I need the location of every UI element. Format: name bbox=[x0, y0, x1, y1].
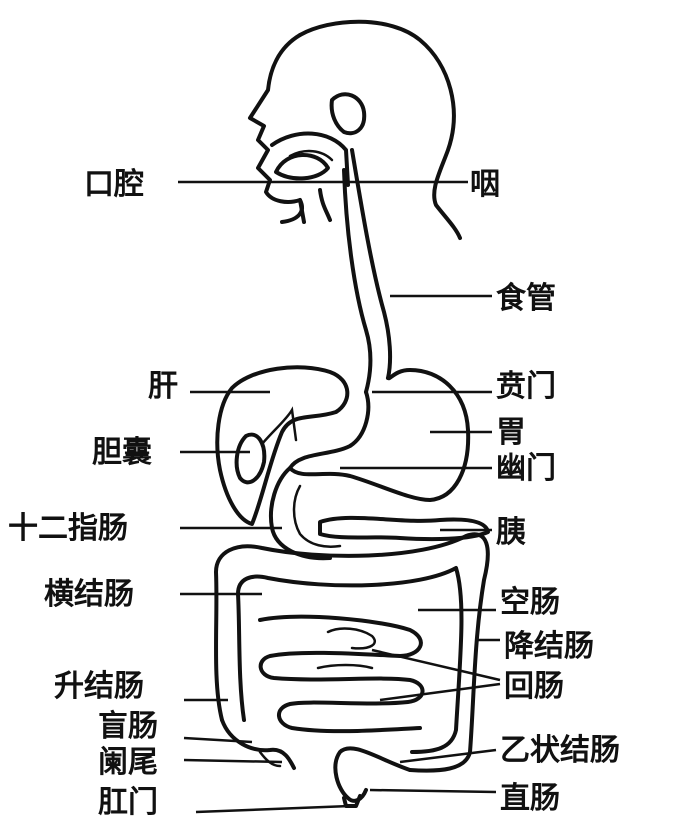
duodenum-loop bbox=[269, 466, 332, 561]
leader-lines bbox=[178, 180, 501, 814]
labels: 口腔 咽 食管 肝 贲门 胃 胆囊 幽门 十二指肠 胰 横结肠 空肠 降结肠 回… bbox=[8, 167, 620, 820]
label-appendix: 阑尾 bbox=[98, 745, 158, 780]
label-anus: 肛门 bbox=[98, 785, 158, 820]
label-esophagus: 食管 bbox=[496, 281, 556, 316]
duodenum-inner bbox=[292, 484, 342, 548]
colon-outer bbox=[214, 532, 490, 773]
gallbladder-outline bbox=[234, 432, 267, 485]
label-stomach: 胃 bbox=[496, 415, 526, 450]
label-pylorus: 幽门 bbox=[496, 451, 556, 486]
small-intestine-inner bbox=[316, 627, 376, 670]
esophagus-tube-left bbox=[342, 168, 373, 394]
small-intestine-coils bbox=[258, 614, 425, 734]
label-mouth: 口腔 bbox=[84, 167, 144, 202]
label-transverse-colon: 横结肠 bbox=[44, 577, 134, 612]
head-outline bbox=[298, 19, 462, 240]
face-profile bbox=[248, 33, 306, 224]
label-sigmoid-colon: 乙状结肠 bbox=[500, 733, 620, 768]
anatomy-illustration bbox=[214, 19, 490, 808]
liver-outline bbox=[215, 365, 350, 526]
label-ileum: 回肠 bbox=[504, 669, 564, 704]
neck-front bbox=[280, 198, 304, 224]
label-cardia: 贲门 bbox=[496, 369, 556, 404]
label-jejunum: 空肠 bbox=[500, 585, 560, 620]
label-duodenum: 十二指肠 bbox=[8, 511, 128, 546]
colon-inner bbox=[236, 566, 464, 754]
appendix-outline bbox=[258, 750, 282, 768]
label-gallbladder: 胆囊 bbox=[92, 435, 152, 470]
anus-outline bbox=[342, 794, 362, 808]
ear bbox=[329, 92, 367, 136]
tongue bbox=[274, 153, 330, 181]
label-cecum: 盲肠 bbox=[98, 709, 158, 744]
bile-duct bbox=[260, 406, 298, 446]
pancreas-outline bbox=[318, 515, 490, 542]
oral-cavity bbox=[270, 131, 350, 187]
label-pharynx: 咽 bbox=[470, 167, 500, 202]
cecum-outline bbox=[220, 718, 296, 770]
label-ascending-colon: 升结肠 bbox=[54, 669, 144, 704]
throat bbox=[318, 188, 332, 222]
esophagus-tube-right bbox=[350, 148, 393, 380]
sigmoid-rectum bbox=[333, 746, 412, 803]
label-rectum: 直肠 bbox=[500, 781, 560, 816]
stomach-outline bbox=[288, 368, 471, 502]
palate bbox=[288, 149, 334, 162]
label-pancreas: 胰 bbox=[496, 515, 526, 550]
label-descending-colon: 降结肠 bbox=[504, 629, 594, 664]
label-liver: 肝 bbox=[148, 369, 178, 404]
